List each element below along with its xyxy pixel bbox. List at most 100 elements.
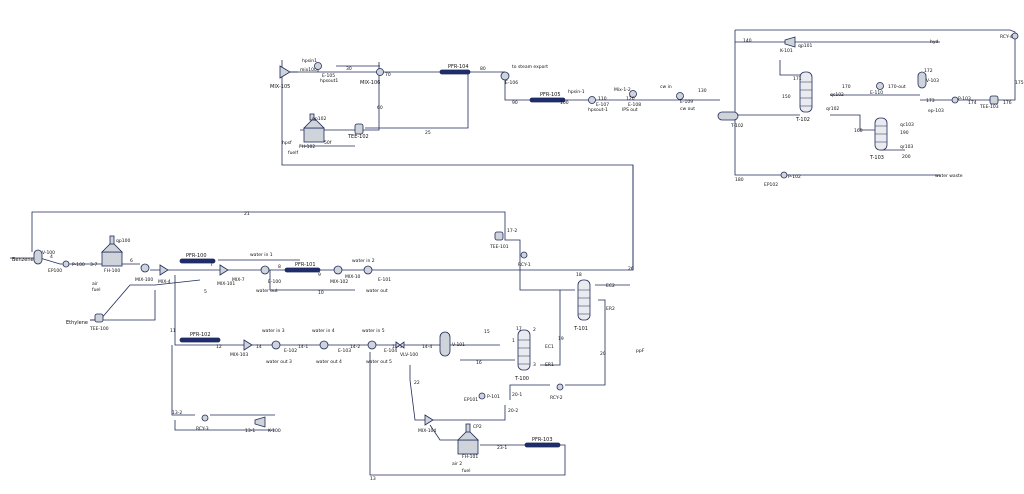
mix-100-icon[interactable] bbox=[140, 263, 150, 273]
v-100-label: V-100 bbox=[42, 250, 55, 256]
stream-90-label: 90 bbox=[512, 100, 518, 106]
tee-100-icon[interactable] bbox=[94, 313, 104, 323]
k-100-icon[interactable] bbox=[254, 416, 266, 428]
hpsout1-label: hpsout1 bbox=[320, 78, 338, 84]
vlv-100-icon[interactable] bbox=[395, 341, 405, 349]
rcy-2-icon[interactable] bbox=[556, 383, 564, 391]
stream-14-label: 14 bbox=[256, 344, 262, 350]
fh-101-icon[interactable] bbox=[457, 439, 479, 455]
e-106-icon[interactable] bbox=[500, 71, 510, 81]
mix-106-icon[interactable] bbox=[376, 68, 384, 76]
stream-line bbox=[174, 420, 275, 431]
mix-4-icon[interactable] bbox=[159, 264, 169, 276]
t-100-label: T-100 bbox=[514, 376, 529, 382]
pfr-103-icon[interactable] bbox=[524, 442, 561, 448]
tee-103-label: TEE-103 bbox=[979, 104, 999, 110]
fh-100-icon[interactable] bbox=[101, 251, 123, 267]
stream-22-label: 22 bbox=[414, 380, 420, 386]
stream-line bbox=[504, 228, 575, 291]
p-103-icon[interactable] bbox=[951, 96, 959, 104]
v-101-label: V-101 bbox=[452, 342, 465, 348]
e-100-icon[interactable] bbox=[260, 265, 270, 275]
stream-170-out-label: 170-out bbox=[888, 84, 906, 90]
rcy-1-icon[interactable] bbox=[520, 251, 528, 259]
fh-100-label: FH-100 bbox=[104, 268, 120, 274]
pfr-100-icon[interactable] bbox=[179, 258, 216, 264]
stream-line bbox=[425, 405, 506, 421]
stream-13-line bbox=[369, 352, 455, 476]
stream-2-label: 2 bbox=[533, 327, 536, 333]
e-101-icon[interactable] bbox=[363, 265, 373, 275]
stream-80-label: 80 bbox=[480, 66, 486, 72]
e-104-icon[interactable] bbox=[367, 340, 377, 350]
stream-17-label: 17 bbox=[516, 326, 522, 332]
stream-6-label: 6 bbox=[130, 258, 133, 264]
water-out-2-label: water out bbox=[366, 288, 388, 294]
pfr-101-icon[interactable] bbox=[284, 267, 321, 273]
p-101-icon[interactable] bbox=[478, 392, 486, 400]
mix-7-icon[interactable] bbox=[219, 264, 229, 276]
mix-104-icon[interactable] bbox=[424, 414, 434, 426]
v-101-icon[interactable] bbox=[439, 331, 451, 357]
pfr-105-icon[interactable] bbox=[529, 97, 566, 103]
stream-160-label: 160 bbox=[854, 128, 863, 134]
pfr-102-icon[interactable] bbox=[179, 337, 221, 343]
cp2-label: CP2 bbox=[473, 424, 482, 430]
tee-101-icon[interactable] bbox=[494, 231, 504, 241]
v-102-icon[interactable] bbox=[717, 111, 739, 121]
v-100-icon[interactable] bbox=[33, 249, 43, 265]
rcy-3-label: RCY-3 bbox=[196, 426, 209, 432]
tee-103-icon[interactable] bbox=[989, 95, 999, 105]
fh-100-top bbox=[101, 241, 123, 253]
e-103-icon[interactable] bbox=[319, 340, 329, 350]
fh-100-stack bbox=[109, 235, 115, 245]
mix-103-icon[interactable] bbox=[243, 339, 253, 351]
stream-16-label: 16 bbox=[476, 360, 482, 366]
stream-25-label: 25 bbox=[425, 130, 431, 136]
stream-21-label: 21 bbox=[244, 211, 250, 217]
e-109-icon[interactable] bbox=[676, 92, 684, 100]
qp100-label: qp100 bbox=[116, 238, 130, 244]
e-102-icon[interactable] bbox=[271, 340, 281, 350]
e-105-icon[interactable] bbox=[314, 62, 322, 70]
water-in-2-label: water in 2 bbox=[352, 258, 375, 264]
p-100-icon[interactable] bbox=[62, 260, 70, 268]
stream-line bbox=[540, 290, 561, 366]
fh-102-icon[interactable] bbox=[303, 127, 325, 143]
mix-10-label: MIX-10 bbox=[345, 274, 361, 280]
p-102-icon[interactable] bbox=[780, 171, 788, 179]
stream-line bbox=[174, 275, 440, 346]
stream-15-label: 15 bbox=[484, 329, 490, 335]
stream-21-line bbox=[31, 211, 506, 252]
tee-101-label: TEE-101 bbox=[489, 244, 509, 250]
stream-18-label: 18 bbox=[576, 272, 582, 278]
stream-9-label: 9 bbox=[318, 272, 321, 278]
stream-70-label: 70 bbox=[385, 72, 391, 78]
pfr-104-icon[interactable] bbox=[439, 69, 471, 75]
stream-line bbox=[565, 299, 606, 386]
ppf-label: ppF bbox=[636, 348, 645, 354]
k-101-icon[interactable] bbox=[784, 36, 796, 48]
stream-180-label: 180 bbox=[735, 177, 744, 183]
e-107-icon[interactable] bbox=[588, 96, 596, 104]
tee-102-icon[interactable] bbox=[354, 123, 364, 135]
rcy-3-icon[interactable] bbox=[201, 414, 209, 422]
v-103-icon[interactable] bbox=[917, 71, 927, 89]
mix-105-icon[interactable] bbox=[279, 65, 291, 79]
p-100-label: P-100 bbox=[72, 262, 85, 268]
stream-14-4-label: 14-4 bbox=[422, 344, 432, 350]
e-106-label: E-106 bbox=[505, 80, 518, 86]
e-107-label: E-107 bbox=[596, 102, 609, 108]
rcy-4-icon[interactable] bbox=[1011, 32, 1019, 40]
e-108-icon[interactable] bbox=[629, 90, 637, 98]
stream-14-2-label: 14-2 bbox=[350, 344, 360, 350]
stream-110-label: 110 bbox=[598, 96, 607, 102]
e-110-icon[interactable] bbox=[876, 82, 884, 90]
p-103-label: P-103 bbox=[958, 96, 971, 102]
fh-102-top bbox=[303, 117, 325, 129]
mix-102-icon[interactable] bbox=[333, 265, 343, 275]
stream-13-2-label: 13-2 bbox=[172, 410, 182, 416]
fuelf-label: fuelf bbox=[288, 150, 298, 156]
mix-106-label: MIX-106 bbox=[360, 80, 380, 86]
rcy-4-label: RCY-4 bbox=[1000, 34, 1013, 40]
